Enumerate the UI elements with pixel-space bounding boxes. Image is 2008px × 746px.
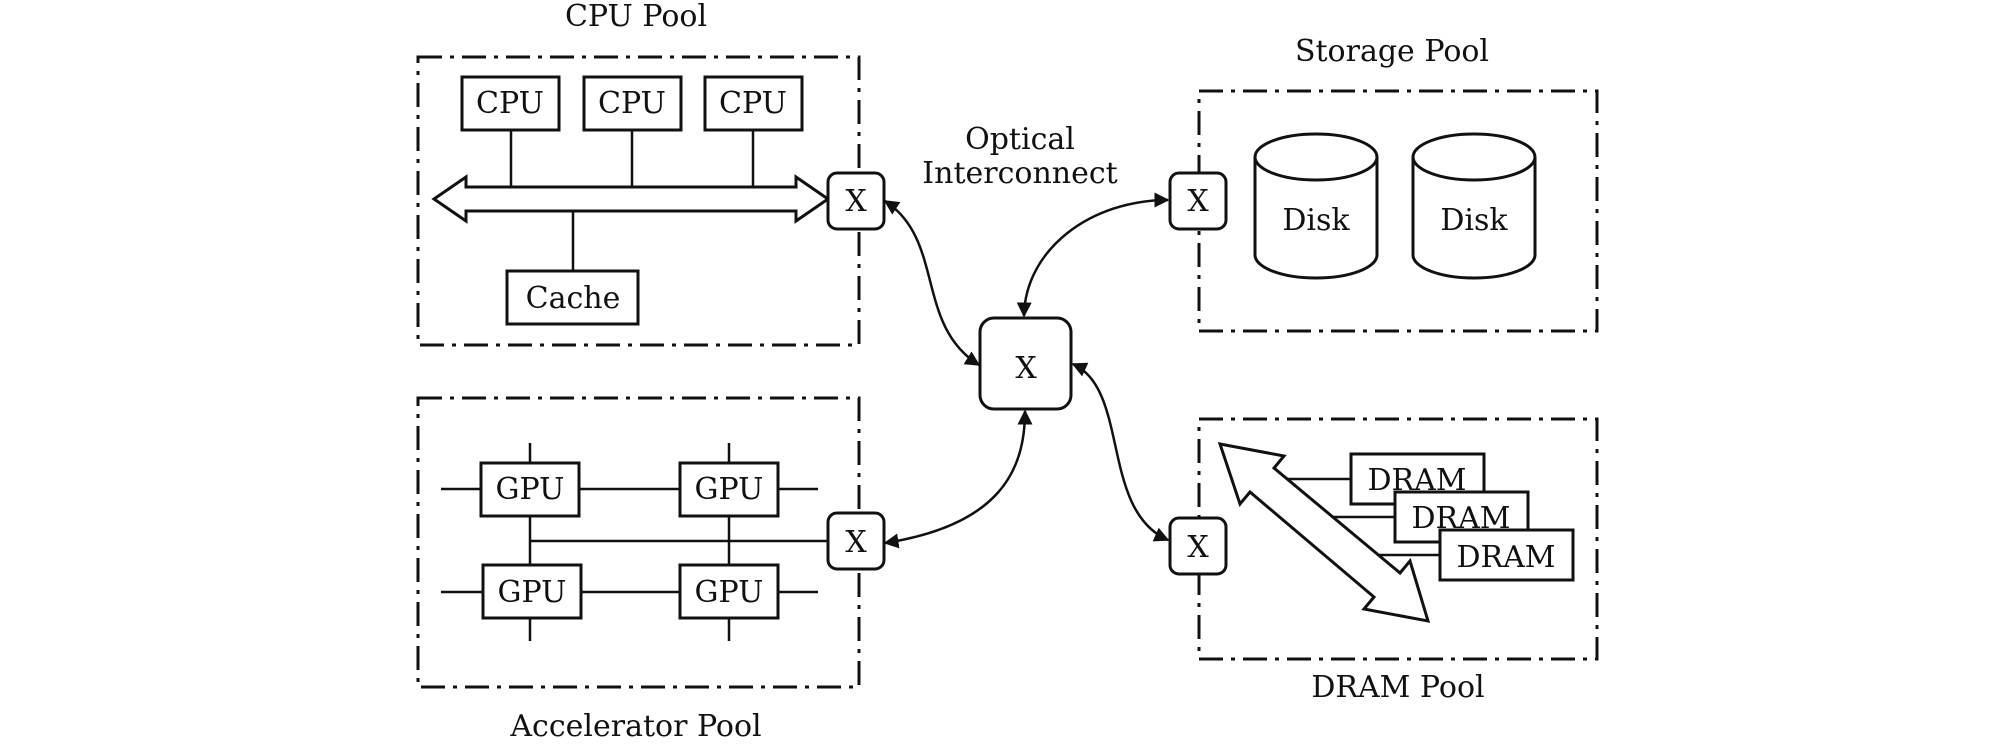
interconnect-label-line2: Interconnect xyxy=(922,156,1117,191)
cpu-label-1: CPU xyxy=(476,86,544,121)
accelerator-pool: Accelerator Pool GPU GPU GPU GPU X xyxy=(416,396,886,744)
gpu-box-3 xyxy=(481,563,583,620)
cache-label: Cache xyxy=(526,281,621,316)
disk-2-label: Disk xyxy=(1440,203,1508,238)
cpu-pool-switch-label: X xyxy=(845,184,867,219)
accelerator-pool-border xyxy=(416,396,861,689)
cache-box xyxy=(505,269,640,326)
link-dram-pool xyxy=(1071,362,1170,542)
gpu-box-4 xyxy=(678,563,780,620)
cpu-box-1 xyxy=(460,75,561,132)
cpu-label-2: CPU xyxy=(598,86,666,121)
accelerator-pool-title: Accelerator Pool xyxy=(509,709,761,744)
dram-module-3 xyxy=(1438,528,1575,582)
cpu-label-3: CPU xyxy=(719,86,787,121)
dram-pool-title: DRAM Pool xyxy=(1311,670,1484,705)
storage-pool: Storage Pool Disk Disk X xyxy=(1168,34,1599,333)
dram-pool: DRAM Pool DRAM DRAM DRAM X xyxy=(1168,417,1599,705)
disk-2-top xyxy=(1411,132,1537,182)
disk-1-label: Disk xyxy=(1282,203,1350,238)
link-storage-pool xyxy=(1016,192,1170,318)
cpu-box-2 xyxy=(582,75,683,132)
link-accelerator-pool xyxy=(883,409,1033,549)
gpu-label-3: GPU xyxy=(498,575,567,610)
storage-pool-switch-label: X xyxy=(1187,184,1209,219)
accelerator-pool-switch-label: X xyxy=(845,525,867,560)
storage-pool-title: Storage Pool xyxy=(1295,34,1489,69)
disk-1-body xyxy=(1253,157,1379,280)
optical-interconnect: Optical Interconnect X xyxy=(883,122,1170,549)
link-cpu-pool xyxy=(883,199,981,367)
disk-1-top xyxy=(1253,132,1379,182)
dram-pool-switch xyxy=(1168,516,1228,576)
dram-pool-switch-label: X xyxy=(1187,530,1209,565)
disk-2-body xyxy=(1411,157,1537,280)
cpu-pool-title: CPU Pool xyxy=(565,0,707,34)
dram-label-3: DRAM xyxy=(1456,540,1555,575)
cpu-pool: CPU Pool CPU CPU CPU Cache X xyxy=(416,0,886,347)
gpu-box-2 xyxy=(678,461,780,518)
interconnect-label-line1: Optical xyxy=(965,122,1075,157)
disk-2: Disk xyxy=(1411,132,1537,280)
gpu-box-1 xyxy=(479,461,581,518)
dram-bus-arrow xyxy=(1217,442,1431,623)
central-switch-label: X xyxy=(1015,351,1037,386)
gpu-label-4: GPU xyxy=(695,575,764,610)
gpu-label-2: GPU xyxy=(695,472,764,507)
gpu-label-1: GPU xyxy=(496,472,565,507)
storage-pool-switch xyxy=(1168,171,1228,231)
disk-1: Disk xyxy=(1253,132,1379,280)
